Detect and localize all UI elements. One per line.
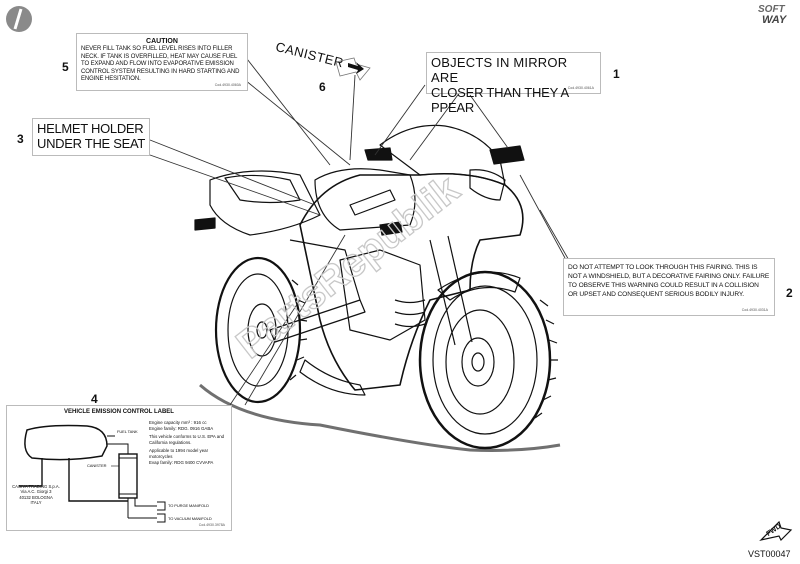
callout-number-5: 5 [62, 60, 69, 74]
caution-text: NEVER FILL TANK SO FUEL LEVEL RISES INTO… [81, 46, 240, 82]
emission-address: CAGIVA TRADING S.p.A. Via A.C. Giorgi 3 … [9, 484, 63, 506]
address-line: Via A.C. Giorgi 3 [20, 489, 52, 495]
callout-number-2: 2 [786, 286, 793, 300]
brand-line1: SOFT [758, 4, 785, 15]
mirror-line-1: OBJECTS IN MIRROR ARE [431, 55, 568, 85]
fairing-warning-code: Cod.4930.4031A [741, 308, 768, 312]
mirror-line-2: CLOSER THAN THEY A PPEAR [431, 85, 569, 115]
caution-label: CAUTION NEVER FILL TANK SO FUEL LEVEL RI… [76, 33, 248, 91]
callout-number-4: 4 [91, 392, 98, 406]
fairing-warning-label: DO NOT ATTEMPT TO LOOK THROUGH THIS FAIR… [563, 258, 775, 316]
caution-title: CAUTION [146, 38, 178, 45]
mirror-label: OBJECTS IN MIRROR ARE CLOSER THAN THEY A… [426, 52, 601, 115]
mirror-code: Cod.4930.4061A [567, 86, 594, 90]
callout-number-1: 1 [613, 67, 620, 81]
caution-code: Cod.4930.4060A [214, 83, 241, 87]
helmet-label: HELMET HOLDER UNDER THE SEAT [32, 118, 150, 156]
fairing-warning-text: DO NOT ATTEMPT TO LOOK THROUGH THIS FAIR… [568, 264, 770, 298]
emission-info-line: Engine family: RDG. 0916 GABA [149, 425, 214, 431]
helmet-line-1: HELMET HOLDER [37, 121, 144, 136]
emission-schematic [19, 424, 166, 523]
emission-info-line: This vehicle conforms to U.S. EPA and [149, 434, 225, 440]
brand-line2: WAY [762, 14, 787, 26]
address-line: ITALY [30, 500, 42, 506]
emission-info-line: motorcycles [149, 453, 173, 459]
callout-number-6: 6 [319, 80, 326, 94]
logo-disc-icon [4, 4, 34, 39]
fwd-arrow-icon: FWD [757, 518, 793, 548]
emission-info-line: Engine capacity mm³ : 916 cc [149, 420, 207, 425]
emission-part-purge: TO PURGE MANIFOLD [168, 503, 209, 508]
brand-logo: SOFT WAY [752, 4, 798, 32]
emission-label: VEHICLE EMISSION CONTROL LABEL FUEL TANK… [6, 405, 232, 531]
emission-title: VEHICLE EMISSION CONTROL LABEL [64, 409, 174, 415]
emission-code: Cod.4930.3978A [198, 523, 225, 527]
reference-code: VST00047 [748, 549, 791, 559]
callout-number-3: 3 [17, 132, 24, 146]
emission-part-vacuum: TO VACUUM MANIFOLD [168, 516, 212, 521]
emission-info: Engine capacity mm³ : 916 cc Engine fami… [149, 420, 231, 465]
emission-info-line: Applicable to 1994 model year [149, 448, 209, 454]
helmet-line-2: UNDER THE SEAT [37, 136, 146, 151]
address-line: CAGIVA TRADING S.p.A. [12, 484, 60, 489]
canister-arrow-icon [334, 56, 374, 87]
emission-part-canister: CANISTER [87, 463, 107, 468]
emission-part-fuel-tank: FUEL TANK [117, 429, 138, 434]
emission-info-line: Evap family: RDG 9400 CVVAPA [149, 459, 214, 465]
address-line: 40132 BOLOGNA [19, 494, 53, 500]
emission-info-line: California regulations. [149, 439, 192, 445]
watermark-text: PartsRepublik [228, 166, 468, 367]
